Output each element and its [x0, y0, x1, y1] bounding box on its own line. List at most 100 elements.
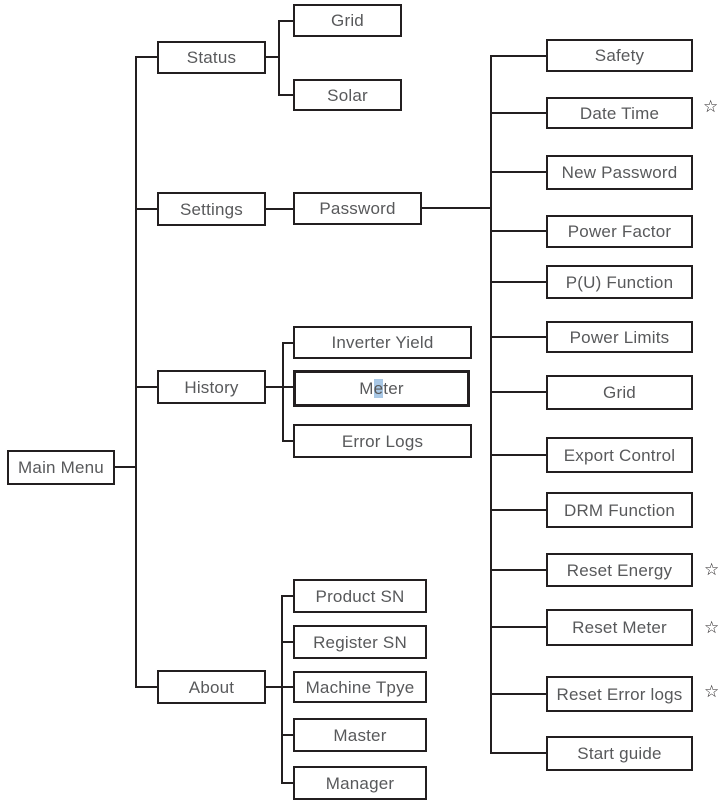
- node-status-solar: Solar: [293, 79, 402, 111]
- node-label: Start guide: [577, 744, 662, 763]
- connector-line: [492, 112, 546, 114]
- node-label: History: [184, 377, 239, 397]
- connector-line: [282, 342, 284, 442]
- node-about: About: [157, 670, 266, 704]
- connector-line: [137, 208, 157, 210]
- node-label: Date Time: [579, 103, 660, 123]
- connector-line: [492, 336, 546, 338]
- node-settings-grid: Grid: [546, 375, 693, 410]
- node-label: Machine Tpye: [305, 677, 415, 697]
- node-history: History: [157, 370, 266, 404]
- node-pu-function: P(U) Function: [546, 265, 693, 299]
- node-error-logs: Error Logs: [293, 424, 472, 458]
- node-reset-error-logs: Reset Error logs: [546, 676, 693, 712]
- connector-line: [422, 207, 490, 209]
- connector-line: [492, 569, 546, 571]
- connector-line: [266, 386, 293, 388]
- connector-line: [137, 686, 157, 688]
- node-settings: Settings: [157, 192, 266, 226]
- connector-line: [283, 595, 293, 597]
- node-label: Reset Energy: [566, 560, 673, 580]
- connector-line: [266, 686, 293, 688]
- node-start-guide: Start guide: [546, 736, 693, 771]
- node-label: Power Limits: [569, 327, 670, 347]
- connector-line: [490, 55, 492, 754]
- node-label: Reset Meter: [572, 618, 667, 637]
- connector-line: [492, 509, 546, 511]
- connector-line: [266, 208, 293, 210]
- node-master: Master: [293, 718, 427, 752]
- connector-line: [283, 641, 293, 643]
- node-machine-type: Machine Tpye: [293, 671, 427, 703]
- connector-line: [492, 281, 546, 283]
- connector-line: [266, 56, 279, 58]
- connector-line: [492, 55, 546, 57]
- connector-line: [492, 391, 546, 393]
- connector-line: [284, 342, 293, 344]
- node-label: Inverter Yield: [331, 333, 434, 352]
- node-label: Export Control: [563, 445, 676, 465]
- node-label: Product SN: [315, 586, 405, 606]
- node-label: Settings: [179, 199, 244, 219]
- node-label: Register SN: [313, 632, 407, 652]
- star-icon: ☆: [703, 97, 719, 116]
- connector-line: [115, 466, 136, 468]
- node-label: Power Factor: [567, 222, 672, 241]
- node-new-password: New Password: [546, 155, 693, 190]
- node-reset-energy: Reset Energy: [546, 553, 693, 587]
- node-inverter-yield: Inverter Yield: [293, 326, 472, 359]
- connector-line: [137, 386, 157, 388]
- text-selection-highlight: e: [373, 379, 384, 398]
- node-register-sn: Register SN: [293, 625, 427, 659]
- node-power-factor: Power Factor: [546, 215, 693, 248]
- node-status: Status: [157, 41, 266, 74]
- node-label: About: [188, 677, 235, 697]
- node-meter: Meter: [293, 370, 470, 407]
- connector-line: [280, 94, 293, 96]
- connector-line: [492, 454, 546, 456]
- connector-line: [492, 171, 546, 173]
- node-label: New Password: [561, 163, 678, 182]
- star-icon: ☆: [704, 682, 720, 701]
- node-label: Error Logs: [341, 431, 424, 451]
- connector-line: [283, 782, 293, 784]
- connector-line: [278, 20, 280, 96]
- star-icon: ☆: [704, 560, 720, 579]
- connector-line: [137, 56, 157, 58]
- node-label: Reset Error logs: [556, 684, 683, 704]
- node-manager: Manager: [293, 766, 427, 800]
- node-label: Password: [319, 199, 396, 218]
- node-power-limits: Power Limits: [546, 321, 693, 353]
- meter-text-pre: M: [359, 379, 374, 398]
- node-drm-function: DRM Function: [546, 492, 693, 528]
- star-icon: ☆: [704, 618, 720, 637]
- node-label: Solar: [327, 85, 368, 105]
- node-label: P(U) Function: [565, 272, 674, 292]
- node-label: Grid: [331, 11, 364, 30]
- node-label: Main Menu: [18, 458, 104, 477]
- meter-text-post: ter: [383, 379, 404, 398]
- connector-line: [492, 752, 546, 754]
- node-status-grid: Grid: [293, 4, 402, 37]
- node-main-menu: Main Menu: [7, 450, 115, 485]
- node-label: Status: [186, 48, 237, 67]
- connector-line: [284, 440, 293, 442]
- node-date-time: Date Time: [546, 97, 693, 129]
- node-export-control: Export Control: [546, 437, 693, 473]
- connector-line: [492, 693, 546, 695]
- node-label: DRM Function: [563, 500, 676, 520]
- connector-line: [280, 20, 293, 22]
- connector-line: [135, 56, 137, 688]
- node-label: Master: [333, 725, 387, 745]
- connector-line: [492, 626, 546, 628]
- node-reset-meter: Reset Meter: [546, 609, 693, 646]
- connector-line: [283, 734, 293, 736]
- node-safety: Safety: [546, 39, 693, 72]
- node-product-sn: Product SN: [293, 579, 427, 613]
- node-password: Password: [293, 192, 422, 225]
- connector-line: [492, 230, 546, 232]
- node-label: Safety: [594, 46, 645, 65]
- meter-label: Meter: [359, 379, 404, 398]
- connector-line: [281, 595, 283, 784]
